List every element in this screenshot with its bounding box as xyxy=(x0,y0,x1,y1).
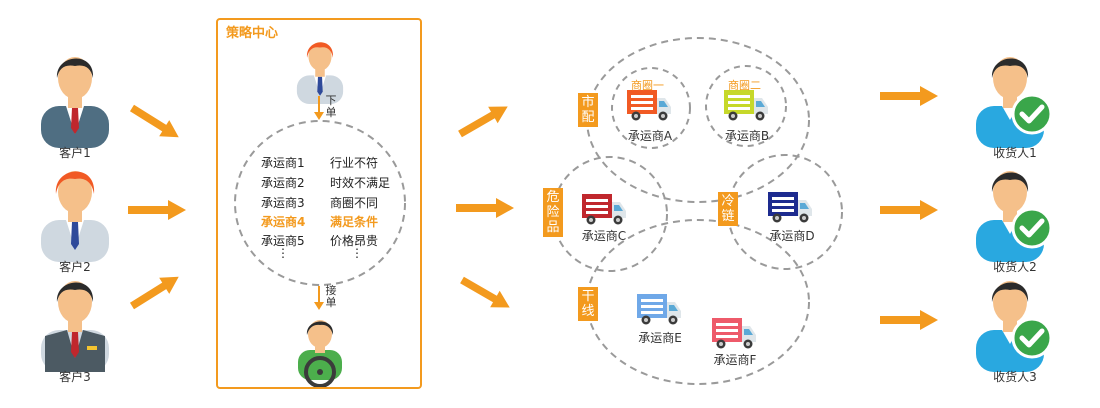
receiver-label-2: 收货人2 xyxy=(993,260,1037,274)
arrow-customer3-icon xyxy=(126,268,184,315)
strategy-center-box xyxy=(216,18,422,389)
carrier-row-3-name: 承运商3 xyxy=(261,196,305,210)
carrier-list-ellipsis-right: ⋮ xyxy=(351,246,363,260)
receiver-label-3: 收货人3 xyxy=(993,370,1037,384)
customer-label-3: 客户3 xyxy=(59,370,91,384)
truck-d-icon xyxy=(768,192,812,223)
arrow-customer2-icon xyxy=(128,200,186,220)
customer-2-icon xyxy=(41,171,109,262)
business-circle-1-label: 商圈一 xyxy=(631,79,664,92)
carrier-row-3-reason: 商圈不同 xyxy=(330,196,379,210)
carrier-f-label: 承运商F xyxy=(713,353,757,367)
city-zone-circle xyxy=(586,37,810,203)
carrier-row-4-name: 承运商4 xyxy=(261,215,306,229)
cold-zone-tag: 冷链 xyxy=(718,192,738,226)
arrow-to-trunk-icon xyxy=(457,271,515,316)
carrier-a-label: 承运商A xyxy=(627,129,673,143)
accept-label: 接单 xyxy=(325,284,337,309)
carrier-b-label: 承运商B xyxy=(724,129,770,143)
carrier-row-5-reason: 价格昂贵 xyxy=(330,234,379,248)
carrier-row-1-reason: 行业不符 xyxy=(330,156,379,170)
receiver-2-icon xyxy=(976,171,1051,262)
carrier-c-label: 承运商C xyxy=(581,229,627,243)
carrier-row-1-name: 承运商1 xyxy=(261,156,305,170)
carrier-list-ellipsis-left: ⋮ xyxy=(277,246,289,260)
trunk-zone-tag: 干线 xyxy=(578,287,598,321)
business-circle-2-label: 商圈二 xyxy=(728,79,761,92)
truck-c-icon xyxy=(582,194,626,225)
driver-icon xyxy=(298,320,342,388)
carrier-row-2-name: 承运商2 xyxy=(261,176,305,190)
strategy-center-title: 策略中心 xyxy=(226,26,279,41)
receiver-3-icon xyxy=(976,281,1051,372)
carrier-row-2-reason: 时效不满足 xyxy=(330,176,391,190)
truck-e-icon xyxy=(637,294,681,325)
danger-zone-circle xyxy=(552,156,668,272)
carrier-list-circle xyxy=(234,120,406,286)
carrier-row-5-name: 承运商5 xyxy=(261,234,305,248)
receiver-1-icon xyxy=(976,57,1051,148)
customer-label-1: 客户1 xyxy=(59,146,91,160)
order-label: 下单 xyxy=(325,94,337,119)
business-circle-2 xyxy=(705,65,787,147)
arrow-receiver1-icon xyxy=(880,86,938,106)
receiver-label-1: 收货人1 xyxy=(993,146,1037,160)
truck-b-icon xyxy=(724,90,768,121)
danger-zone-tag: 危险品 xyxy=(543,188,563,237)
carrier-e-label: 承运商E xyxy=(638,331,682,345)
arrow-to-zones-icon xyxy=(456,198,514,218)
arrow-customer1-icon xyxy=(126,99,184,146)
carrier-row-4-reason: 满足条件 xyxy=(330,215,379,229)
trunk-zone-circle xyxy=(586,219,810,385)
arrow-receiver3-icon xyxy=(880,310,938,330)
customer-label-2: 客户2 xyxy=(59,260,91,274)
city-zone-tag: 市配 xyxy=(578,93,598,127)
arrow-to-city-icon xyxy=(455,98,513,143)
truck-f-icon xyxy=(712,318,756,349)
customer-3-icon xyxy=(41,281,109,372)
truck-a-icon xyxy=(627,90,671,121)
carrier-d-label: 承运商D xyxy=(769,229,815,243)
cold-zone-circle xyxy=(727,154,843,270)
customer-1-icon xyxy=(41,57,109,148)
business-circle-1 xyxy=(611,67,691,149)
arrow-receiver2-icon xyxy=(880,200,938,220)
